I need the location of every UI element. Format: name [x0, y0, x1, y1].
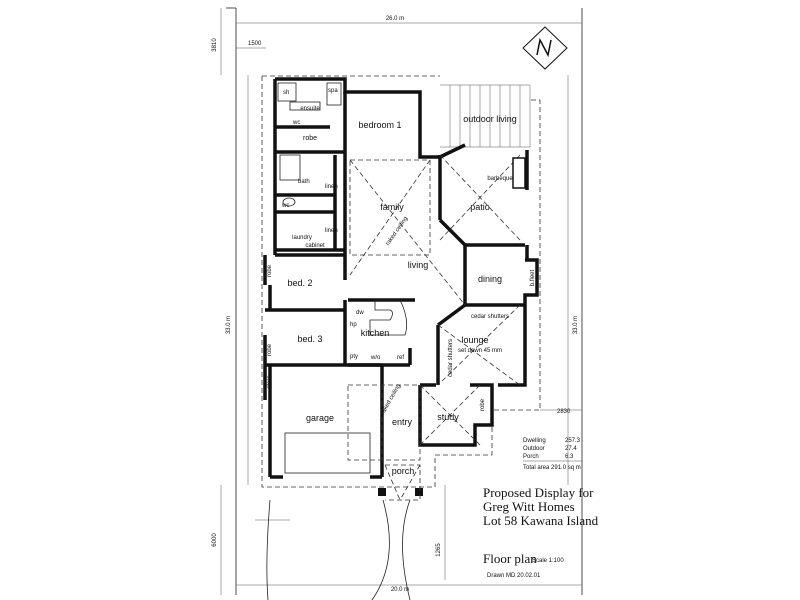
drawn-by: Drawn MD 20.02.01	[487, 573, 541, 579]
right-depth-label: 33.0 m	[573, 316, 579, 334]
label-hp: hp	[350, 322, 357, 328]
plan-scale: Scale 1:100	[532, 558, 564, 564]
building-walls	[263, 77, 539, 496]
area-label-outdoor: Outdoor	[523, 446, 545, 452]
room-wc2: wc	[281, 203, 289, 209]
shower	[277, 82, 297, 102]
room-study: study	[437, 412, 459, 422]
room-cabinet: cabinet	[305, 243, 325, 249]
room-ensuite: ensuite	[300, 106, 320, 112]
label-wo: w/o	[370, 355, 381, 361]
kitchen-bench	[369, 299, 408, 336]
setback-right-label: 2830	[557, 409, 571, 415]
room-robe1: robe	[303, 135, 317, 142]
room-entry: entry	[392, 417, 413, 427]
setback-bottom-label: 6000	[212, 533, 218, 547]
slab-outline	[261, 75, 541, 488]
room-linen1: linen	[325, 184, 338, 190]
lot-boundary	[220, 7, 583, 595]
ensuite-vanity	[289, 101, 321, 111]
room-family: family	[380, 202, 404, 212]
room-robe2: robe	[267, 264, 273, 277]
room-outdoor-living: outdoor living	[463, 114, 517, 124]
driveway-edge	[266, 499, 271, 600]
area-value-dwelling: 257.3	[565, 438, 581, 444]
title-line3: Lot 58 Kawana Island	[483, 513, 599, 528]
garage-door	[284, 432, 371, 474]
room-dining: dining	[478, 274, 502, 284]
north-label: N	[545, 51, 546, 53]
left-depth-label: 33.0 m	[226, 316, 232, 334]
room-lounge: lounge	[461, 335, 488, 345]
room-laundry: laundry	[292, 235, 312, 241]
area-label-porch: Porch	[523, 454, 539, 460]
label-ref: ref	[397, 355, 404, 361]
label-raked-ceiling1: raked ceiling	[385, 216, 409, 247]
wc-toilet	[282, 197, 296, 207]
bath-tub	[279, 154, 301, 181]
title-block: Proposed Display for Greg Witt Homes Lot…	[483, 485, 599, 579]
room-robe4: robe	[480, 398, 486, 411]
room-bath: bath	[298, 179, 310, 185]
bottom-width-label: 20.0 m	[391, 587, 409, 593]
room-bedroom1: bedroom 1	[358, 120, 401, 130]
area-label-dwelling: Dwelling	[523, 438, 546, 444]
label-dw: dw	[356, 310, 364, 316]
room-bed3: bed. 3	[297, 334, 322, 344]
label-cedar-shutters2: cedar shutters	[448, 339, 454, 377]
spa-tub	[326, 82, 342, 106]
setback-top-label: 3810	[212, 38, 218, 52]
plan-title: Floor plan	[483, 551, 537, 566]
room-kitchen: kitchen	[361, 328, 390, 338]
room-bed2: bed. 2	[287, 278, 312, 288]
room-porch: porch	[392, 466, 415, 476]
room-linen2: linen	[325, 228, 338, 234]
area-value-porch: 6.3	[565, 454, 574, 460]
room-sh: sh	[283, 90, 289, 96]
area-value-outdoor: 27.4	[565, 446, 577, 452]
driveway-edge-right	[371, 499, 390, 600]
room-barbeque: barbeque	[487, 176, 513, 182]
room-buffet: b.fleet	[530, 270, 536, 287]
room-wc1: wc	[292, 120, 300, 126]
barbeque-unit	[512, 157, 526, 189]
room-living: living	[408, 260, 429, 270]
label-pty: pty	[350, 354, 358, 360]
label-set-down: set down 45 mm	[458, 348, 502, 354]
north-arrow-icon	[522, 26, 568, 70]
top-width-label: 26.0 m	[386, 16, 404, 22]
room-patio: patio	[470, 202, 490, 212]
title-line1: Proposed Display for	[483, 485, 594, 500]
outdoor-living-deck	[440, 84, 531, 148]
room-garage: garage	[306, 413, 334, 423]
setback-left-label: 1500	[248, 41, 262, 47]
area-total: Total area 291.0 sq m	[523, 465, 581, 471]
path-edge	[402, 499, 411, 600]
area-schedule: Dwelling 257.3 Outdoor 27.4 Porch 6.3 To…	[523, 438, 582, 471]
room-spa: spa	[328, 88, 338, 94]
setback-bottom-right-label: 1265	[436, 543, 442, 557]
room-robe3: robe	[267, 343, 273, 356]
label-cedar-shutters1: cedar shutters	[471, 314, 509, 320]
title-line2: Greg Witt Homes	[483, 499, 575, 514]
raked-ceiling-lines	[347, 154, 521, 501]
room-store: store	[267, 375, 273, 389]
